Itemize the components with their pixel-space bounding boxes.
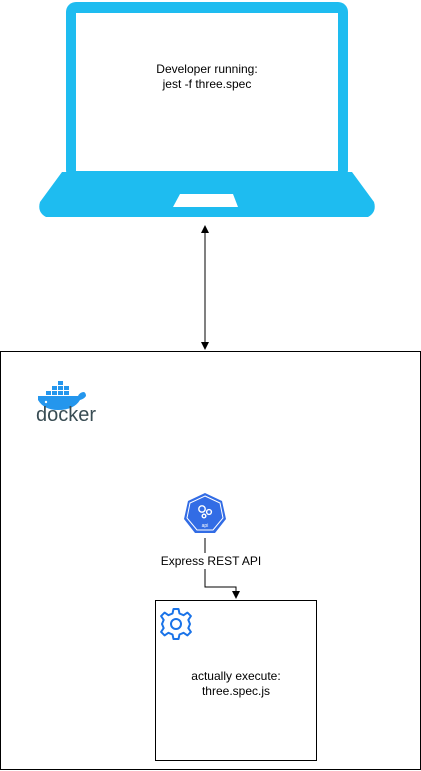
laptop-caption-line2: jest -f three.spec <box>162 77 252 91</box>
kubernetes-api-heptagon-icon: api <box>184 493 226 533</box>
laptop-caption-line1: Developer running: <box>156 62 257 76</box>
laptop-display <box>76 13 338 171</box>
api-gears-icon <box>198 505 213 519</box>
gear-icon <box>160 608 192 640</box>
api-label-backdrop <box>158 553 266 569</box>
api-label: Express REST API <box>161 554 261 568</box>
laptop-icon <box>39 2 375 217</box>
docker-logo: docker <box>36 381 96 426</box>
docker-logo-text: docker <box>36 404 96 426</box>
executor-box <box>155 600 317 761</box>
docker-whale-icon <box>38 381 86 410</box>
laptop-trackpad <box>173 194 238 207</box>
executor-caption-line1: actually execute: <box>191 669 280 683</box>
executor-caption-line2: three.spec.js <box>202 684 270 698</box>
api-icon-text: api <box>202 523 209 529</box>
